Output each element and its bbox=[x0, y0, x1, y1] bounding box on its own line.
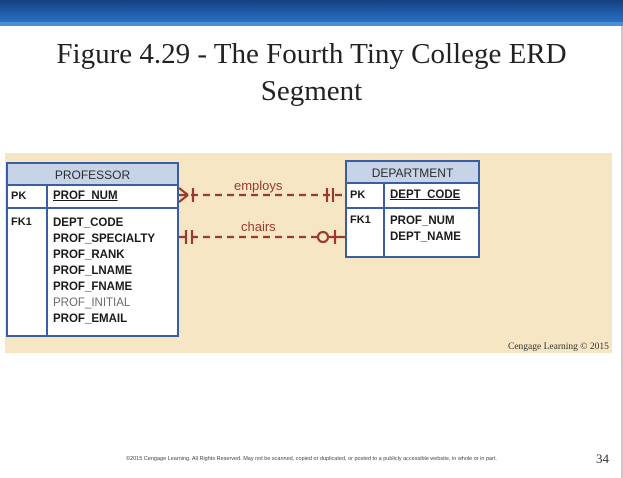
chairs-relationship-line bbox=[179, 230, 345, 244]
chairs-label: chairs bbox=[241, 219, 276, 234]
professor-attribute: DEPT_CODE bbox=[53, 217, 124, 229]
professor-pk-row: PK PROF_NUM bbox=[8, 186, 177, 209]
copyright-footer: ©2015 Cengage Learning. All Rights Reser… bbox=[126, 456, 497, 462]
professor-attribute: PROF_FNAME bbox=[53, 281, 133, 293]
employs-label: employs bbox=[234, 178, 283, 193]
professor-pk-key: PK bbox=[8, 186, 48, 207]
department-attribute-row: FK1 PROF_NUM DEPT_NAME bbox=[347, 209, 478, 256]
professor-fk-key: FK1 bbox=[8, 209, 48, 335]
department-pk-key: PK bbox=[347, 184, 385, 207]
slide-title: Figure 4.29 - The Fourth Tiny College ER… bbox=[0, 36, 623, 110]
professor-pk-attribute: PROF_NUM bbox=[53, 190, 118, 202]
department-entity-name: DEPARTMENT bbox=[347, 162, 478, 184]
department-entity: DEPARTMENT PK DEPT_CODE FK1 PROF_NUM DEP… bbox=[345, 160, 480, 258]
department-pk-attribute: DEPT_CODE bbox=[390, 189, 461, 201]
image-credit: Cengage Learning © 2015 bbox=[508, 342, 609, 352]
department-attribute-list: PROF_NUM DEPT_NAME bbox=[385, 209, 478, 256]
slide-title-line1: Figure 4.29 - The Fourth Tiny College ER… bbox=[56, 38, 567, 70]
professor-entity-name: PROFESSOR bbox=[8, 164, 177, 186]
department-pk-row: PK DEPT_CODE bbox=[347, 184, 478, 209]
top-banner-accent bbox=[0, 22, 623, 26]
top-banner bbox=[0, 0, 623, 22]
department-attribute: PROF_NUM bbox=[390, 215, 455, 227]
professor-attribute: PROF_RANK bbox=[53, 249, 125, 261]
page-number: 34 bbox=[596, 451, 609, 466]
professor-attribute: PROF_LNAME bbox=[53, 265, 133, 277]
professor-attribute: PROF_INITIAL bbox=[53, 297, 131, 309]
slide-title-line2: Segment bbox=[260, 75, 363, 107]
employs-relationship-line bbox=[178, 187, 345, 203]
professor-attribute-list: DEPT_CODE PROF_SPECIALTY PROF_RANK PROF_… bbox=[48, 209, 177, 335]
slide-edge bbox=[621, 26, 623, 478]
professor-pk-attributes: PROF_NUM bbox=[48, 186, 177, 207]
department-pk-attributes: DEPT_CODE bbox=[385, 184, 478, 207]
department-attribute: DEPT_NAME bbox=[390, 231, 461, 243]
department-fk-key: FK1 bbox=[347, 209, 385, 256]
professor-attribute: PROF_SPECIALTY bbox=[53, 233, 156, 245]
professor-attribute: PROF_EMAIL bbox=[53, 313, 128, 325]
professor-attribute-row: FK1 DEPT_CODE PROF_SPECIALTY PROF_RANK P… bbox=[8, 209, 177, 335]
professor-entity: PROFESSOR PK PROF_NUM FK1 DEPT_CODE PROF… bbox=[6, 162, 179, 337]
